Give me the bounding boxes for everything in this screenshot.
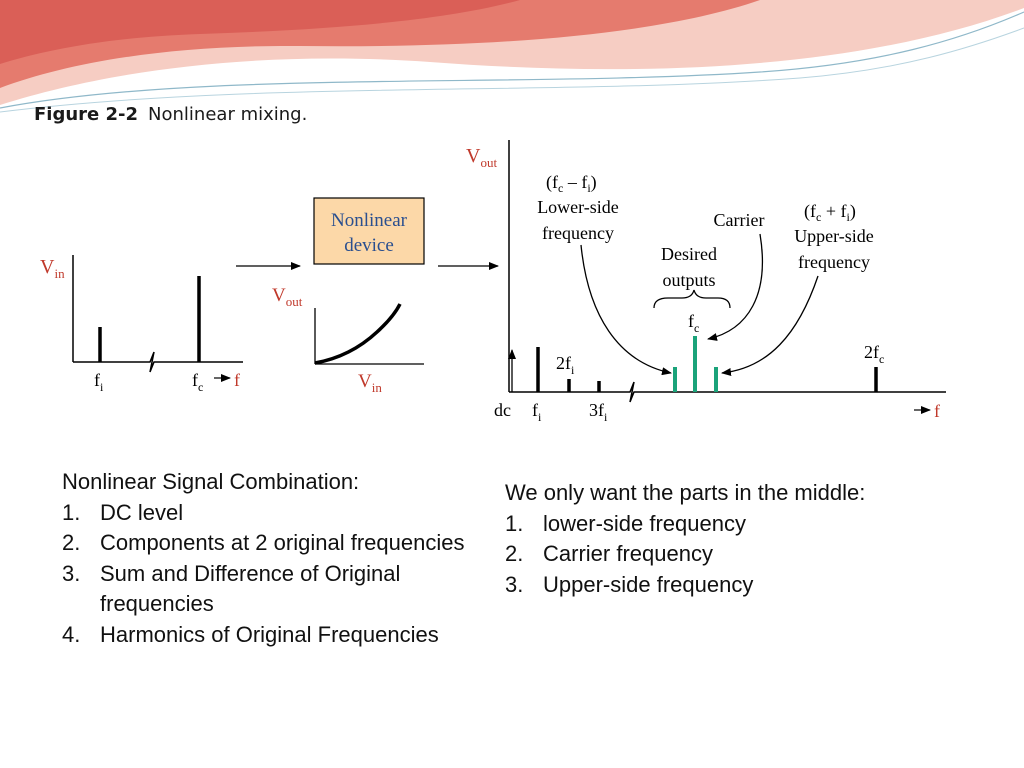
device-box [313, 197, 425, 265]
list-item-number: 3. [62, 560, 81, 586]
input-y-label: Vin [40, 256, 65, 281]
desired-brace [653, 289, 731, 309]
nonlinear-device: Nonlinear device Vout Vin [272, 197, 425, 395]
desired-line1: Desired [661, 244, 717, 264]
desired-line2: outputs [662, 270, 715, 290]
list-item-number: 4. [62, 621, 81, 647]
list-item: 1. lower-side frequency [505, 509, 945, 540]
list-item: 3. Sum and Difference of Original frequen… [62, 559, 472, 620]
dc-label: dc [494, 400, 511, 420]
carrier-fc-label: fc [688, 311, 699, 335]
upper-side-line1: Upper-side [794, 226, 874, 246]
notes-right-list: 1. lower-side frequency 2. Carrier frequen… [505, 509, 945, 601]
transfer-curve [314, 303, 402, 365]
list-item-number: 2. [505, 541, 524, 566]
device-label-line1: Nonlinear [331, 210, 408, 231]
carrier-label: Carrier [714, 210, 765, 230]
notes-left: Nonlinear Signal Combination: 1. DC level… [62, 467, 472, 650]
output-tick-3fi: 3fi [589, 400, 608, 424]
list-item-text: Harmonics of Original Frequencies [100, 621, 439, 647]
input-axis-break [146, 351, 243, 373]
upper-side-line2: frequency [798, 252, 870, 272]
curve-x-label: Vin [358, 371, 382, 395]
carrier-pointer [707, 233, 764, 341]
header-swoosh-decoration [0, 0, 1024, 113]
figure-number: Figure 2-2 [34, 104, 139, 125]
list-item-text: Carrier frequency [543, 541, 713, 566]
notes-right-heading: We only want the parts in the middle: [505, 480, 866, 505]
notes-left-heading: Nonlinear Signal Combination: [62, 469, 360, 494]
lower-side-line1: Lower-side [537, 197, 619, 217]
curve-y-label: Vout [272, 285, 303, 309]
output-tick-2fi: 2fi [556, 353, 575, 377]
notes-left-list: 1. DC level 2. Components at 2 original fr… [62, 498, 472, 651]
list-item-number: 3. [505, 571, 524, 597]
output-spectrum: Vout dc fi 2fi 3fi 2fc f (fc – fi) Lower… [466, 140, 946, 424]
upper-side-formula: (fc + fi) [804, 201, 856, 224]
output-axis-break [626, 381, 946, 403]
input-tick-fi: fi [94, 370, 104, 394]
output-x-axis-label: f [934, 401, 940, 421]
figure-caption: Figure 2-2 Nonlinear mixing. [34, 104, 307, 125]
list-item-text: Sum and Difference of Original frequenci… [100, 560, 401, 617]
list-item-text: Components at 2 original frequencies [100, 530, 465, 555]
list-item-text: lower-side frequency [543, 510, 746, 536]
output-y-label: Vout [466, 145, 497, 170]
notes-right: We only want the parts in the middle: 1.… [505, 478, 945, 600]
list-item: 2. Carrier frequency [505, 539, 945, 570]
list-item-text: DC level [100, 499, 184, 525]
figure-title: Nonlinear mixing. [148, 104, 308, 125]
list-item-number: 1. [62, 499, 81, 525]
input-tick-fc: fc [192, 370, 203, 394]
list-item-text: Upper-side frequency [543, 571, 754, 597]
list-item-number: 1. [505, 510, 524, 536]
list-item-number: 2. [62, 530, 81, 555]
list-item: 4. Harmonics of Original Frequencies [62, 620, 472, 651]
figure-panel: Vin fi fc f Nonlinear device Vout Vin Vo… [28, 130, 972, 442]
lower-side-formula: (fc – fi) [546, 172, 597, 195]
output-tick-fi: fi [532, 400, 542, 424]
input-spectrum: Vin fi fc f [40, 255, 243, 394]
list-item: 2. Components at 2 original frequencies [62, 528, 472, 559]
input-x-axis-label: f [234, 370, 240, 390]
upper-side-pointer [721, 275, 819, 376]
lower-side-line2: frequency [542, 223, 614, 243]
device-label-line2: device [344, 235, 394, 256]
output-tick-2fc: 2fc [864, 342, 884, 366]
nonlinear-mixing-diagram: Vin fi fc f Nonlinear device Vout Vin Vo… [40, 140, 946, 424]
list-item: 3. Upper-side frequency [505, 570, 945, 601]
list-item: 1. DC level [62, 498, 472, 529]
lower-side-pointer [580, 244, 672, 376]
